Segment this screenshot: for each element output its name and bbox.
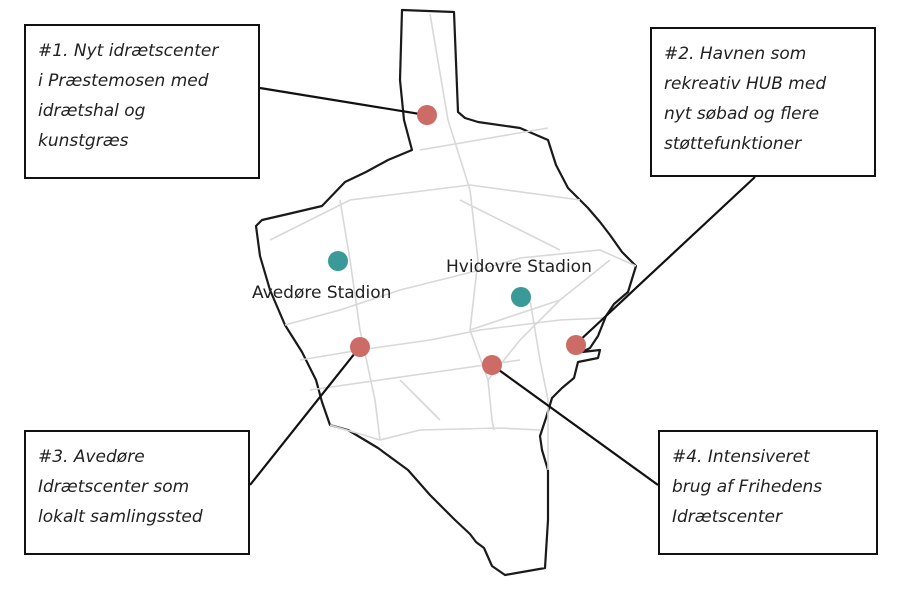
road — [529, 299, 549, 470]
callout-box-4: #4. Intensiveret brug af Frihedens Idræt… — [658, 430, 878, 555]
road — [329, 424, 541, 441]
road — [269, 184, 581, 241]
facility-markers — [350, 105, 586, 375]
callout-text-line: idrætshal og — [38, 101, 146, 121]
facility-marker-3[interactable] — [350, 337, 370, 357]
station-marker-hvidovre[interactable] — [511, 287, 531, 307]
callout-text-line: Idrætscenter — [672, 507, 782, 527]
road — [459, 199, 561, 251]
road — [299, 317, 606, 361]
road — [419, 127, 549, 151]
station-label-avedore: Avedøre Stadion — [252, 283, 392, 303]
callout-text-line: kunstgræs — [38, 131, 129, 151]
callout-text-line: i Præstemosen med — [38, 71, 209, 91]
callout-text-line: nyt søbad og flere — [664, 104, 820, 124]
road — [339, 199, 381, 441]
callout-text-line: #3. Avedøre — [38, 447, 145, 467]
callout-text-line: støttefunktioner — [664, 134, 802, 154]
leader-line-2 — [576, 176, 756, 344]
road — [284, 249, 637, 326]
facility-marker-4[interactable] — [482, 355, 502, 375]
leader-line-4 — [491, 364, 659, 486]
leader-line-1 — [259, 86, 427, 117]
callout-text-line: #2. Havnen som — [664, 44, 807, 64]
station-marker-avedore[interactable] — [328, 251, 348, 271]
leader-line-3 — [249, 347, 360, 486]
callout-text-line: #4. Intensiveret — [672, 447, 810, 467]
callout-text-line: Idrætscenter som — [38, 477, 190, 497]
callout-box-2: #2. Havnen som rekreativ HUB med nyt søb… — [650, 27, 876, 177]
callout-box-3: #3. Avedøre Idrætscenter som lokalt saml… — [24, 430, 250, 555]
municipality-outline — [254, 8, 638, 577]
leader-lines — [249, 86, 756, 486]
road — [399, 379, 441, 421]
station-markers — [328, 251, 531, 307]
facility-marker-2[interactable] — [566, 335, 586, 355]
facility-marker-1[interactable] — [417, 105, 437, 125]
road — [429, 13, 495, 431]
callout-text-line: lokalt samlingssted — [38, 507, 203, 527]
callout-text-line: #1. Nyt idrætscenter — [38, 41, 219, 61]
station-label-hvidovre: Hvidovre Stadion — [446, 257, 592, 277]
callout-text-line: brug af Frihedens — [672, 477, 823, 497]
callout-box-1: #1. Nyt idrætscenter i Præstemosen med i… — [24, 24, 260, 179]
callout-text-line: rekreativ HUB med — [664, 74, 827, 94]
